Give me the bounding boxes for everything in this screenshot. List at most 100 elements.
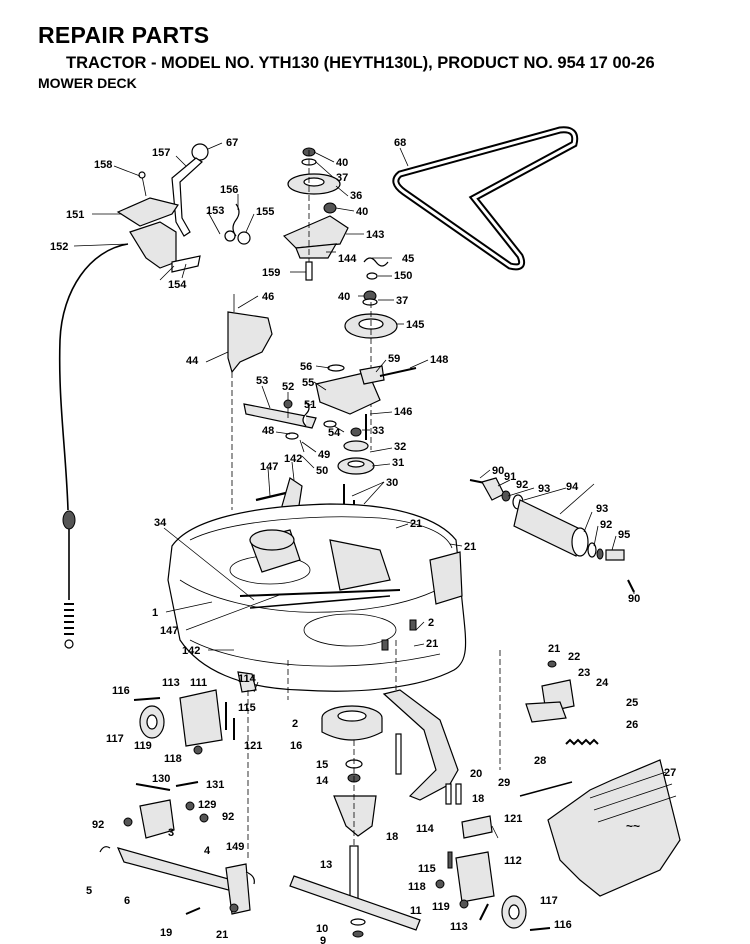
blade-part-11 bbox=[289, 875, 421, 931]
callout-label: 32 bbox=[394, 441, 406, 453]
callout-label: 92 bbox=[600, 519, 612, 531]
callout-label: 21 bbox=[548, 643, 560, 655]
spring-part-45 bbox=[363, 257, 389, 267]
callout-label: 3 bbox=[168, 827, 174, 839]
callout-label: 33 bbox=[372, 425, 384, 437]
callout-label: 22 bbox=[568, 651, 580, 663]
callout-label: 157 bbox=[152, 147, 170, 159]
link-part-6 bbox=[116, 847, 237, 893]
callout-label: 37 bbox=[336, 172, 348, 184]
spindle-housing-part-14 bbox=[333, 795, 377, 837]
callout-label: 118 bbox=[164, 753, 182, 765]
callout-label: 115 bbox=[238, 702, 256, 714]
callout-label: 50 bbox=[316, 465, 328, 477]
callout-label: 21 bbox=[410, 518, 422, 530]
callout-label: 158 bbox=[94, 159, 112, 171]
lift-lever-assembly bbox=[58, 143, 251, 649]
mower-deck-part-1 bbox=[167, 503, 467, 692]
callout-label: 18 bbox=[472, 793, 484, 805]
callout-label: 149 bbox=[226, 841, 244, 853]
callout-label: 121 bbox=[244, 740, 262, 752]
bracket-lower bbox=[129, 221, 177, 269]
callout-label: 10 bbox=[316, 923, 328, 935]
roller-assembly-part-94 bbox=[469, 477, 635, 593]
callout-label: 131 bbox=[206, 779, 224, 791]
callout-label: 6 bbox=[124, 895, 130, 907]
callout-label: 48 bbox=[262, 425, 274, 437]
callout-label: 117 bbox=[540, 895, 558, 907]
model-subtitle: TRACTOR - MODEL NO. YTH130 (HEYTH130L), … bbox=[66, 54, 655, 72]
callout-label: 28 bbox=[534, 755, 546, 767]
idler-pulley-stack bbox=[282, 147, 349, 281]
callout-label: 21 bbox=[426, 638, 438, 650]
callout-label: 30 bbox=[386, 477, 398, 489]
callout-label: 121 bbox=[504, 813, 522, 825]
clip-part-5 bbox=[99, 846, 111, 853]
callout-label: 27 bbox=[664, 767, 676, 779]
callout-label: 112 bbox=[504, 855, 522, 867]
callout-label: 142 bbox=[182, 645, 200, 657]
bracket-part-59 bbox=[359, 365, 385, 385]
callout-label: 116 bbox=[554, 919, 572, 931]
callout-label: 119 bbox=[432, 901, 450, 913]
knob-part-67 bbox=[191, 143, 209, 161]
callout-label: 116 bbox=[112, 685, 130, 697]
lever-part-157 bbox=[171, 157, 203, 237]
spring-part-156 bbox=[232, 203, 240, 237]
discharge-chute-part-27: ~~ bbox=[519, 759, 681, 897]
callout-labels: 67 157 158 151 152 153 154 156 155 40 37… bbox=[50, 137, 676, 944]
belt-guard-part-44 bbox=[227, 294, 273, 510]
callout-label: 14 bbox=[316, 775, 329, 787]
callout-label: 1 bbox=[152, 607, 158, 619]
callout-label: 156 bbox=[220, 184, 238, 196]
callout-label: 91 bbox=[504, 471, 516, 483]
callout-label: 44 bbox=[186, 355, 199, 367]
callout-label: 15 bbox=[316, 759, 328, 771]
callout-label: 143 bbox=[366, 229, 384, 241]
callout-label: 36 bbox=[350, 190, 362, 202]
callout-label: 2 bbox=[428, 617, 434, 629]
callout-label: 53 bbox=[256, 375, 268, 387]
callout-label: 111 bbox=[190, 677, 207, 689]
callout-label: 151 bbox=[66, 209, 84, 221]
callout-label: 142 bbox=[284, 453, 302, 465]
callout-label: 130 bbox=[152, 773, 170, 785]
callout-label: 16 bbox=[290, 740, 302, 752]
callout-label: 115 bbox=[418, 863, 436, 875]
callout-label: 40 bbox=[338, 291, 350, 303]
idler-bracket-part-55 bbox=[315, 364, 417, 440]
callout-label: 19 bbox=[160, 927, 172, 939]
left-gauge-wheel-assembly bbox=[133, 671, 257, 755]
right-gauge-wheel-assembly bbox=[435, 815, 551, 931]
arm-part-144 bbox=[295, 243, 338, 259]
callout-label: 46 bbox=[262, 291, 274, 303]
front-hanger-assembly bbox=[99, 781, 255, 915]
bracket-part-151 bbox=[116, 197, 179, 227]
callout-label: 2 bbox=[292, 718, 298, 730]
callout-label: 11 bbox=[410, 905, 422, 917]
callout-label: 37 bbox=[396, 295, 408, 307]
arm-part-20 bbox=[382, 689, 462, 805]
callout-label: 114 bbox=[416, 823, 435, 835]
washer-part-153 bbox=[224, 230, 236, 242]
callout-label: 31 bbox=[392, 457, 404, 469]
pulley-part-32 bbox=[337, 427, 375, 524]
callout-label: 146 bbox=[394, 406, 412, 418]
idler-arm-part-53 bbox=[243, 399, 337, 453]
callout-label: 40 bbox=[336, 157, 348, 169]
spring-bracket-part-23 bbox=[525, 660, 599, 746]
callout-label: 147 bbox=[260, 461, 278, 473]
callout-label: 92 bbox=[516, 479, 528, 491]
callout-label: 24 bbox=[596, 677, 609, 689]
callout-label: 21 bbox=[464, 541, 476, 553]
callout-label: 90 bbox=[628, 593, 640, 605]
callout-label: 93 bbox=[596, 503, 608, 515]
callout-label: 148 bbox=[430, 354, 448, 366]
callout-label: 118 bbox=[408, 881, 426, 893]
callout-label: 147 bbox=[160, 625, 178, 637]
callout-label: 90 bbox=[492, 465, 504, 477]
callout-label: 49 bbox=[318, 449, 330, 461]
callout-label: 13 bbox=[320, 859, 332, 871]
callout-label: 154 bbox=[168, 279, 187, 291]
callout-label: 119 bbox=[134, 740, 152, 752]
